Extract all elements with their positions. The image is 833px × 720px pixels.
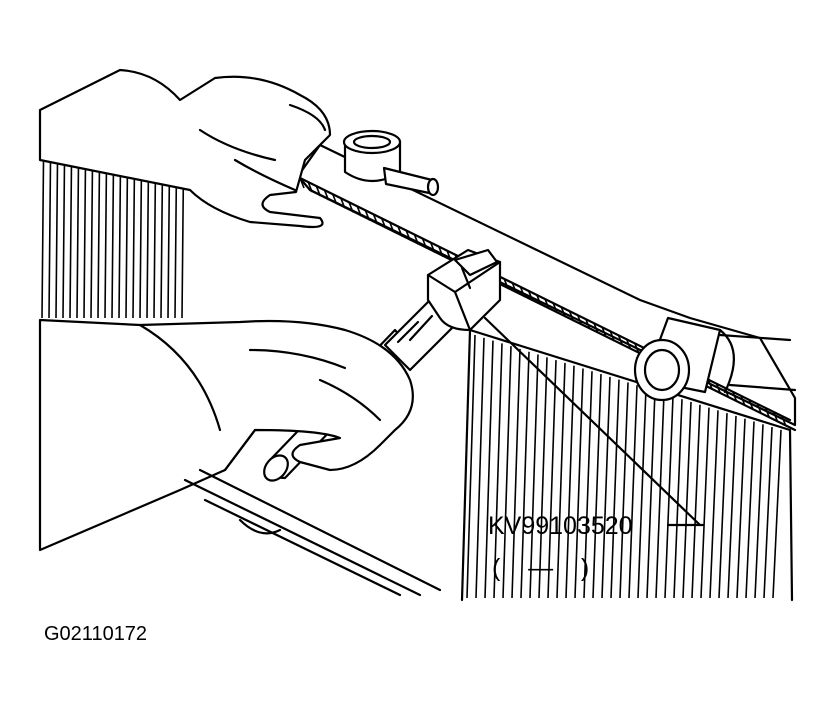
- core-fin: [655, 393, 665, 599]
- seam-tooth: [405, 230, 411, 241]
- core-fin: [493, 343, 503, 599]
- core-fin: [637, 387, 647, 599]
- radiator-core-right-fins: [466, 334, 782, 599]
- seam-tooth: [421, 238, 428, 249]
- radiator-outlet-pipe: [633, 316, 797, 402]
- seam-tooth: [429, 242, 436, 253]
- radiator-lower-bracket: [183, 468, 442, 597]
- seam-tooth: [585, 318, 591, 330]
- seam-tooth: [552, 302, 558, 314]
- seam-tooth: [781, 415, 787, 427]
- seam-tooth: [707, 379, 714, 390]
- core-fin: [583, 371, 593, 599]
- seam-tooth: [764, 407, 771, 419]
- seam-tooth: [772, 411, 779, 423]
- core-fin: [502, 346, 512, 599]
- core-fin: [520, 351, 530, 599]
- seam-tooth: [519, 286, 526, 298]
- core-fin: [556, 362, 566, 599]
- core-fin: [592, 374, 602, 599]
- tool-leader-line: [483, 316, 702, 527]
- seam-tooth: [560, 306, 567, 318]
- core-fin: [772, 429, 782, 599]
- seam-tooth: [503, 278, 509, 290]
- core-fin: [664, 396, 674, 599]
- seam-tooth: [634, 343, 640, 354]
- seam-tooth: [446, 250, 452, 261]
- seam-tooth: [527, 290, 534, 302]
- seam-tooth: [380, 218, 387, 229]
- seam-tooth: [511, 282, 518, 294]
- seam-tooth: [348, 201, 354, 213]
- core-fin: [475, 337, 485, 599]
- radiator-filler-neck: [342, 129, 440, 197]
- core-fin: [529, 354, 539, 599]
- seam-tooth: [331, 193, 338, 205]
- seam-tooth: [544, 298, 550, 310]
- core-fin: [574, 368, 584, 599]
- seam-tooth: [323, 189, 330, 201]
- core-fin: [538, 357, 548, 599]
- seam-tooth: [397, 226, 403, 237]
- core-fin: [511, 348, 521, 599]
- seam-tooth: [756, 403, 763, 415]
- core-fin: [682, 401, 692, 599]
- core-fin: [700, 407, 710, 599]
- core-fin: [484, 340, 494, 599]
- figure-id: G02110172: [44, 623, 148, 645]
- seam-tooth: [307, 181, 313, 193]
- seam-tooth: [732, 391, 738, 403]
- core-fin: [736, 418, 746, 599]
- core-fin: [466, 334, 476, 599]
- seam-tooth: [536, 294, 542, 306]
- core-fin: [673, 399, 683, 599]
- core-fin: [709, 410, 719, 599]
- seam-tooth: [625, 339, 632, 350]
- tool-number-label: KV99103520: [488, 512, 633, 540]
- seam-tooth: [568, 310, 575, 322]
- lower-right-hand: [38, 318, 414, 552]
- core-fin: [610, 379, 620, 599]
- core-fin: [565, 365, 575, 599]
- core-fin: [727, 415, 737, 599]
- seam-tooth: [315, 185, 322, 197]
- seam-tooth: [593, 322, 599, 334]
- seam-tooth: [715, 383, 722, 394]
- seam-tooth: [601, 326, 607, 338]
- core-fin: [619, 382, 629, 599]
- seam-tooth: [609, 330, 616, 342]
- core-fin: [547, 360, 557, 599]
- tool-alternate-number-label: ( — ): [492, 554, 589, 582]
- radiator-core-right-outline: [460, 328, 794, 602]
- seam-tooth: [576, 314, 583, 326]
- core-fin: [763, 427, 773, 599]
- core-fin: [646, 390, 656, 599]
- seam-tooth: [748, 399, 754, 411]
- seam-tooth: [413, 234, 420, 245]
- seam-tooth: [617, 335, 624, 346]
- seam-tooth: [740, 395, 746, 407]
- seam-tooth: [364, 209, 371, 221]
- upper-left-hand: [38, 68, 332, 229]
- seam-tooth: [340, 197, 346, 209]
- core-fin: [754, 424, 764, 599]
- seam-tooth: [389, 222, 395, 233]
- seam-tooth: [438, 246, 444, 257]
- core-fin: [601, 376, 611, 599]
- seam-tooth: [372, 214, 379, 225]
- seam-tooth: [299, 177, 305, 189]
- core-fin: [628, 385, 638, 599]
- core-fin: [745, 421, 755, 599]
- core-fin: [718, 413, 728, 599]
- core-fin: [691, 404, 701, 599]
- seam-tooth: [356, 205, 362, 217]
